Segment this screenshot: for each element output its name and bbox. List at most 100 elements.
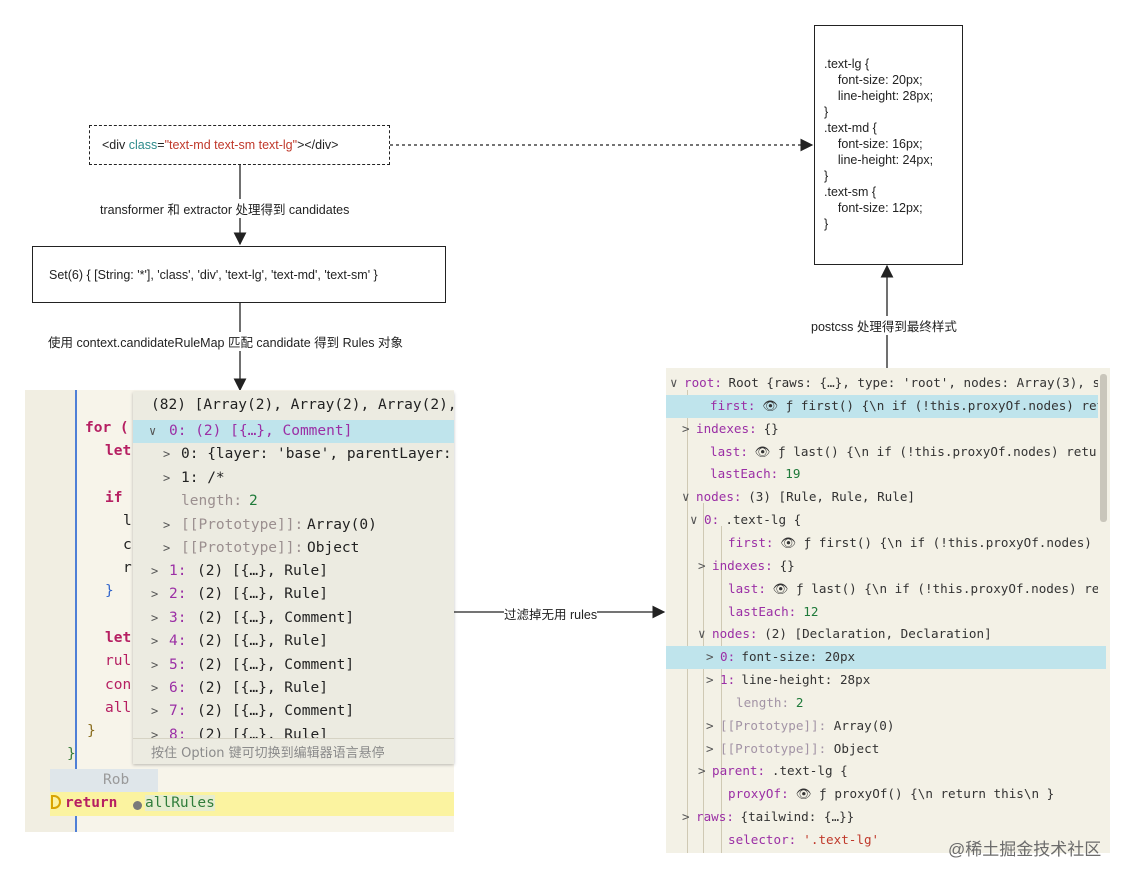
chevron-right-icon[interactable]: > bbox=[706, 649, 714, 665]
object-key: selector: bbox=[728, 832, 797, 847]
chevron-right-icon[interactable]: > bbox=[163, 447, 171, 461]
css-line: } bbox=[824, 217, 829, 231]
code-line-rob: Rob bbox=[103, 772, 130, 788]
css-output-box: .text-lg { font-size: 20px; line-height:… bbox=[814, 25, 963, 265]
code-line-l: l bbox=[123, 513, 132, 529]
object-tree-row[interactable]: proxyOf:👁 ƒ proxyOf() {\n return this\n … bbox=[666, 783, 1098, 806]
object-key: indexes: bbox=[696, 420, 757, 436]
object-key: root: bbox=[684, 375, 722, 390]
html-source-text: <div class="text-md text-sm text-lg"></d… bbox=[102, 138, 339, 152]
object-tree-row[interactable]: last:👁 ƒ last() {\n if (!this.proxyOf.no… bbox=[666, 578, 1098, 601]
chevron-right-icon[interactable]: > bbox=[706, 717, 714, 733]
chevron-right-icon[interactable]: > bbox=[682, 809, 690, 825]
indent-guide bbox=[703, 503, 704, 853]
chevron-right-icon[interactable]: > bbox=[706, 740, 714, 756]
popup-item-value: (2) [{…}, Comment] bbox=[197, 656, 355, 673]
postcss-root-panel: ∨root:Root {raws: {…}, type: 'root', nod… bbox=[666, 368, 1110, 853]
chevron-down-icon[interactable]: ∨ bbox=[149, 424, 157, 438]
object-tree-row[interactable]: lastEach:12 bbox=[666, 601, 1098, 624]
code-line-brace: } bbox=[105, 583, 114, 599]
popup-item-value: (2) [{…}, Rule] bbox=[197, 680, 328, 696]
object-key: [[Prototype]]: bbox=[720, 717, 827, 733]
popup-row-proto-array[interactable]: > [[Prototype]]: Array(0) bbox=[133, 514, 454, 537]
chevron-right-icon[interactable]: > bbox=[163, 471, 171, 485]
object-tree-row[interactable]: ∨nodes:(2) [Declaration, Declaration] bbox=[666, 623, 1098, 646]
chevron-right-icon[interactable]: > bbox=[698, 763, 706, 779]
chevron-right-icon[interactable]: > bbox=[698, 557, 706, 573]
chevron-down-icon[interactable]: ∨ bbox=[682, 489, 690, 505]
popup-row-0-0[interactable]: > 0: {layer: 'base', parentLayer: ' bbox=[133, 443, 454, 466]
object-value: (3) [Rule, Rule, Rule] bbox=[748, 489, 915, 505]
inline-value-dot-icon bbox=[133, 801, 142, 810]
chevron-down-icon[interactable]: ∨ bbox=[690, 512, 698, 528]
chevron-right-icon[interactable]: > bbox=[706, 672, 714, 688]
object-key: proxyOf: bbox=[728, 786, 789, 802]
object-tree-row[interactable]: ∨nodes:(3) [Rule, Rule, Rule] bbox=[666, 486, 1098, 509]
popup-row-proto-object[interactable]: > [[Prototype]]: Object bbox=[133, 537, 454, 560]
popup-item-row[interactable]: >2:(2) [{…}, Rule] bbox=[133, 583, 454, 606]
chevron-right-icon[interactable]: > bbox=[151, 681, 159, 695]
debug-hover-popup: (82) [Array(2), Array(2), Array(2), ∨ 0:… bbox=[133, 392, 454, 764]
indent-guide bbox=[721, 526, 722, 853]
chevron-down-icon[interactable]: ∨ bbox=[670, 375, 678, 390]
chevron-right-icon[interactable]: > bbox=[682, 420, 690, 436]
object-key: lastEach: bbox=[728, 603, 797, 619]
chevron-down-icon[interactable]: ∨ bbox=[698, 626, 706, 642]
object-key: parent: bbox=[712, 763, 766, 779]
chevron-right-icon[interactable]: > bbox=[151, 657, 159, 672]
chevron-right-icon[interactable]: > bbox=[151, 704, 159, 719]
popup-row-0[interactable]: ∨ 0: (2) [{…}, Comment] bbox=[133, 420, 454, 443]
css-line: .text-md { bbox=[824, 121, 877, 135]
editor-gutter bbox=[25, 390, 77, 832]
object-value: Array(0) bbox=[833, 717, 895, 733]
object-tree-row[interactable]: first:👁 ƒ first() {\n if (!this.proxyOf.… bbox=[666, 532, 1098, 555]
chevron-right-icon[interactable]: > bbox=[163, 518, 171, 532]
object-value: 2 bbox=[795, 694, 804, 710]
object-tree-row[interactable]: > [[Prototype]]: Array(0) bbox=[666, 715, 1098, 738]
return-value[interactable]: allRules bbox=[145, 795, 215, 811]
popup-item-row[interactable]: >1:(2) [{…}, Rule] bbox=[133, 560, 454, 583]
object-tree-row[interactable]: selector:'.text-lg' bbox=[666, 829, 1098, 852]
object-value: Object bbox=[833, 740, 880, 756]
object-tree-row[interactable]: first:👁 ƒ first() {\n if (!this.proxyOf.… bbox=[666, 394, 1098, 418]
vertical-scrollbar[interactable] bbox=[1100, 374, 1107, 522]
code-line-con: con bbox=[105, 677, 132, 693]
object-tree-row[interactable]: lastEach:19 bbox=[666, 463, 1098, 486]
object-tree-row[interactable]: last:👁 ƒ last() {\n if (!this.proxyOf.no… bbox=[666, 441, 1098, 464]
chevron-right-icon[interactable]: > bbox=[151, 727, 159, 742]
css-output-lines: .text-lg { font-size: 20px; line-height:… bbox=[824, 56, 933, 232]
chevron-right-icon[interactable]: > bbox=[151, 587, 159, 602]
popup-item-row[interactable]: >5: (2) [{…}, Comment] bbox=[133, 654, 454, 677]
code-line-highlight bbox=[50, 769, 158, 792]
popup-item-index: 4: bbox=[169, 633, 187, 650]
object-tree-row[interactable]: >indexes:{} bbox=[666, 555, 1098, 578]
popup-item-row[interactable]: >7:(2) [{…}, Comment] bbox=[133, 700, 454, 723]
popup-item-row[interactable]: >6:(2) [{…}, Rule] bbox=[133, 677, 454, 700]
chevron-right-icon[interactable]: > bbox=[151, 610, 159, 625]
object-tree-row[interactable]: length:2 bbox=[666, 692, 1098, 715]
object-tree-row[interactable]: >[[Prototype]]:Object bbox=[666, 738, 1098, 761]
object-tree-row[interactable]: ∨ 0: .text-lg { bbox=[666, 509, 1098, 532]
object-tree-row[interactable]: >0:font-size: 20px bbox=[666, 646, 1106, 669]
popup-item-row[interactable]: >3:(2) [{…}, Comment] bbox=[133, 607, 454, 630]
object-key: last: bbox=[728, 580, 766, 596]
object-value: .text-lg { bbox=[725, 512, 802, 528]
object-tree-row[interactable]: > indexes: {} bbox=[666, 418, 1098, 441]
breakpoint-icon[interactable] bbox=[51, 795, 61, 809]
popup-item-row[interactable]: >4:(2) [{…}, Rule] bbox=[133, 630, 454, 653]
indent-guide bbox=[687, 390, 688, 853]
object-value: {} bbox=[779, 557, 795, 573]
chevron-right-icon[interactable]: > bbox=[163, 541, 171, 555]
object-key: 0: bbox=[720, 649, 736, 665]
popup-row-0-1[interactable]: > 1: /* bbox=[133, 467, 454, 490]
popup-item-index: 5: bbox=[169, 656, 187, 673]
object-tree-row[interactable]: >raws:{tailwind: {…}} bbox=[666, 806, 1098, 829]
object-tree-row[interactable]: >parent:.text-lg { bbox=[666, 760, 1098, 783]
object-value: {} bbox=[763, 420, 779, 436]
chevron-right-icon[interactable]: > bbox=[151, 634, 159, 649]
code-lines: for ( let if l c r } let rul con all } }… bbox=[25, 390, 454, 832]
chevron-right-icon[interactable]: > bbox=[151, 564, 159, 578]
object-key: 0: bbox=[704, 512, 720, 528]
object-tree-row[interactable]: ∨root:Root {raws: {…}, type: 'root', nod… bbox=[666, 372, 1098, 395]
object-tree-row[interactable]: >1:line-height: 28px bbox=[666, 669, 1098, 692]
